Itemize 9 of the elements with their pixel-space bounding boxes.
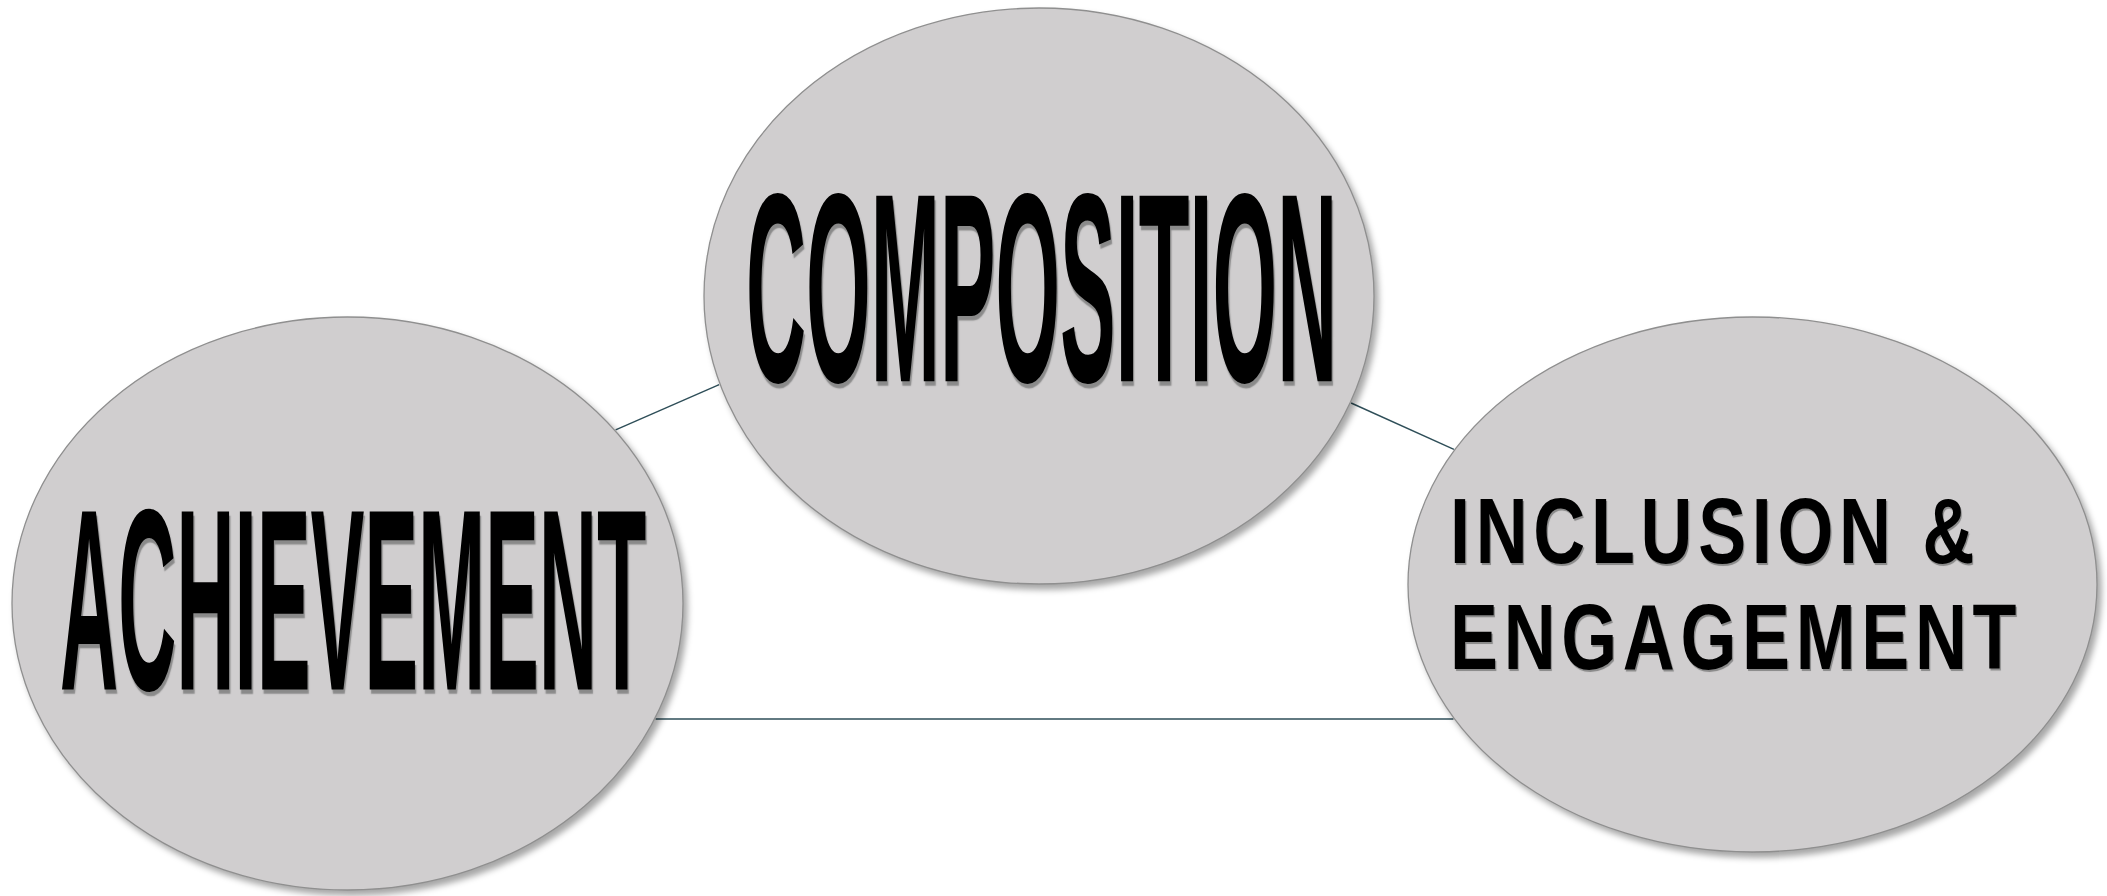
node-label: ACHIEVEMENT xyxy=(60,504,647,696)
connector-line xyxy=(614,383,720,431)
ellipse-node xyxy=(703,7,1375,585)
node-label: COMPOSITION xyxy=(746,188,1338,388)
connector-line xyxy=(1350,402,1455,451)
ellipse-node xyxy=(11,316,684,891)
ellipse-node xyxy=(1407,316,2098,853)
node-label: INCLUSION & ENGAGEMENT xyxy=(1450,478,2024,690)
connector-line xyxy=(654,718,1455,720)
